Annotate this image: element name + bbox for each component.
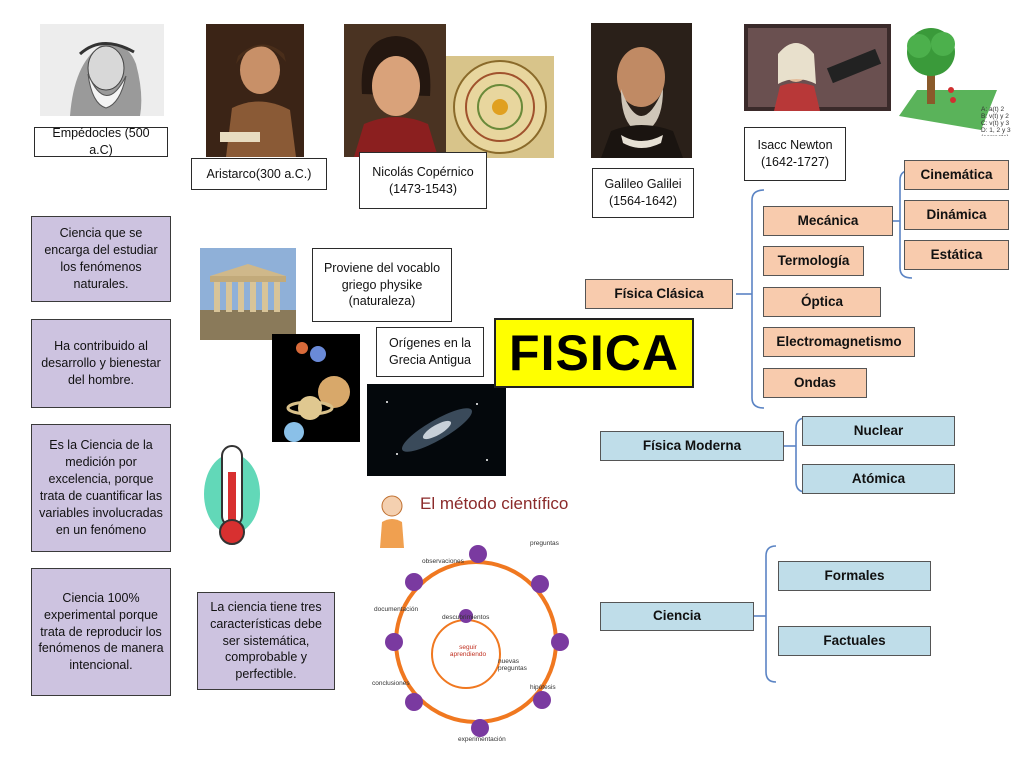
- label-newton: Isacc Newton (1642-1727): [744, 127, 846, 181]
- label-copernico: Nicolás Copérnico (1473-1543): [359, 152, 487, 209]
- fisica-clasica: Física Clásica: [585, 279, 733, 309]
- empedocles-portrait: [40, 24, 164, 116]
- sub-estatica: Estática: [904, 240, 1009, 270]
- clasica-bracket: [751, 189, 765, 409]
- planets-picture: [272, 334, 360, 442]
- newton-note-4: D: 1, 2 y 3 (correcto): [981, 127, 1011, 136]
- aristarco-portrait: [206, 24, 304, 157]
- step-observaciones: observaciones: [422, 558, 464, 565]
- fisica-moderna: Física Moderna: [600, 431, 784, 461]
- thermometer-icon: [198, 432, 266, 548]
- characteristics-box: La ciencia tiene tres características de…: [197, 592, 335, 690]
- definition-4: Ciencia 100% experimental porque trata d…: [31, 568, 171, 696]
- step-seguir-aprendiendo: seguir aprendiendo: [449, 644, 487, 658]
- label-aristarco: Aristarco(300 a.C.): [191, 158, 327, 190]
- branch-formales: Formales: [778, 561, 931, 591]
- ciencia-bracket: [765, 545, 777, 683]
- newton-note-2: B: v(t) y 2: [981, 113, 1009, 120]
- parthenon-picture: [200, 248, 296, 340]
- branch-atomica: Atómica: [802, 464, 955, 494]
- branch-factuales: Factuales: [778, 626, 931, 656]
- branch-termologia: Termología: [763, 246, 864, 276]
- ciencia: Ciencia: [600, 602, 754, 631]
- definition-3: Es la Ciencia de la medición por excelen…: [31, 424, 171, 552]
- label-galileo: Galileo Galilei (1564-1642): [592, 168, 694, 218]
- label-empedocles: Empédocles (500 a.C): [34, 126, 168, 157]
- student-drawing: [362, 488, 422, 548]
- step-documentacion: documentación: [374, 606, 419, 613]
- branch-electromagnetismo: Electromagnetismo: [763, 327, 915, 357]
- apple-tree-figure: A: a(t) 2 B: v(t) y 2 C: v(t) y 3 D: 1, …: [897, 20, 1023, 136]
- metodo-cycle-diagram: preguntas observaciones documentación de…: [370, 524, 582, 746]
- branch-ondas: Ondas: [763, 368, 867, 398]
- galaxy-picture: [367, 384, 506, 476]
- step-nuevas-preguntas: nuevas preguntas: [498, 658, 527, 672]
- newton-note-3: C: v(t) y 3: [981, 120, 1010, 127]
- label-grecia-antigua: Orígenes en la Grecia Antigua: [376, 327, 484, 377]
- sub-cinematica: Cinemática: [904, 160, 1009, 190]
- newton-note-1: A: a(t) 2: [981, 106, 1005, 113]
- label-vocablo-griego: Proviene del vocablo griego physike (nat…: [312, 248, 452, 322]
- galileo-portrait: [591, 23, 692, 158]
- branch-mecanica: Mecánica: [763, 206, 893, 236]
- definition-2: Ha contribuido al desarrollo y bienestar…: [31, 319, 171, 408]
- step-preguntas: preguntas: [530, 540, 559, 547]
- step-descubrimientos: descubrimientos: [442, 614, 490, 621]
- definition-1: Ciencia que se encarga del estudiar los …: [31, 216, 171, 302]
- copernico-portrait: [344, 24, 446, 157]
- branch-nuclear: Nuclear: [802, 416, 955, 446]
- step-conclusiones: conclusiones: [372, 680, 410, 687]
- step-hipotesis: hipótesis: [530, 684, 556, 691]
- sub-dinamica: Dinámica: [904, 200, 1009, 230]
- moderna-bracket: [795, 417, 807, 493]
- metodo-title: El método científico: [420, 494, 569, 513]
- fisica-title: FISICA: [494, 318, 694, 388]
- branch-optica: Óptica: [763, 287, 881, 317]
- heliocentric-chart: [446, 56, 554, 158]
- newton-telescope-picture: [744, 24, 891, 111]
- step-experimentacion: experimentación: [458, 736, 506, 743]
